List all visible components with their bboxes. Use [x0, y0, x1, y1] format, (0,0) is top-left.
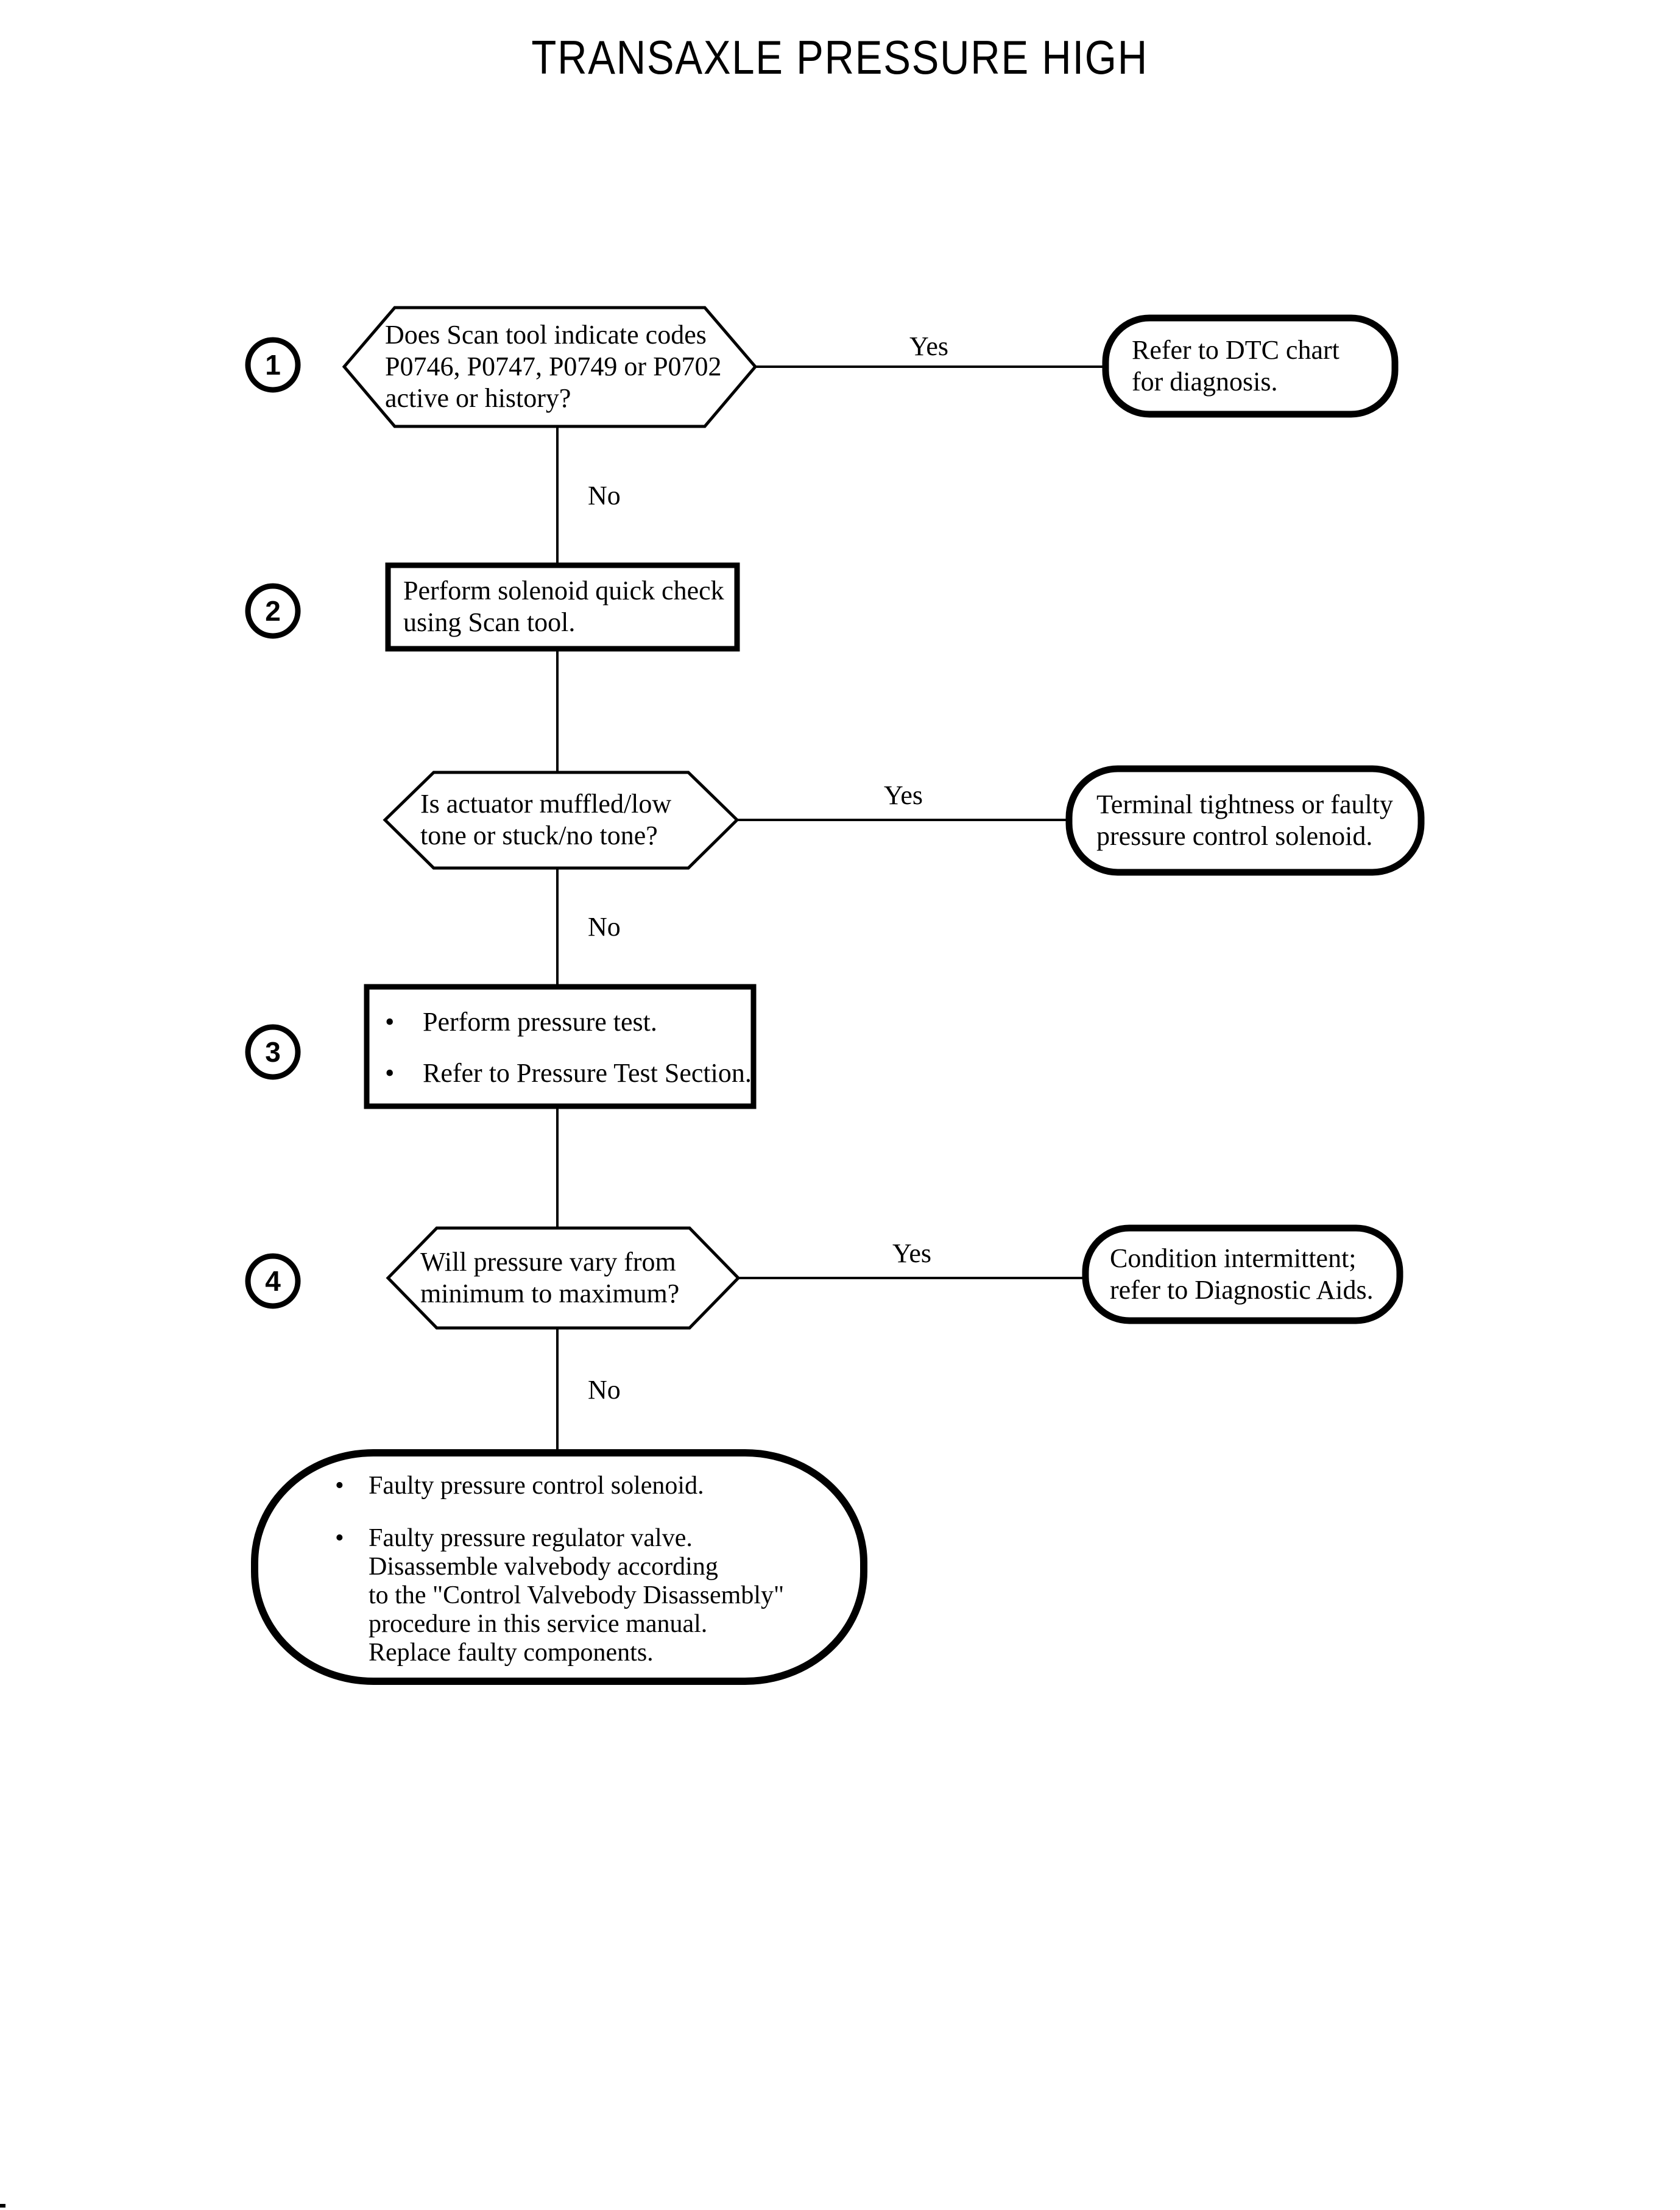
step-1-number: 1 — [265, 349, 281, 381]
terminal-faulty-box — [251, 1449, 867, 1685]
decision-1-hexagon — [342, 306, 758, 428]
process-quick-check-box — [385, 562, 740, 652]
no-label-2: No — [588, 912, 621, 942]
terminal-faulty-item-1: • Faulty pressure control solenoid. — [335, 1472, 704, 1500]
process-pressure-test-item-1: • Perform pressure test. — [385, 1007, 657, 1037]
step-3-number: 3 — [265, 1036, 281, 1068]
step-2-number: 2 — [265, 595, 281, 627]
process-quick-check-text: Perform solenoid quick check using Scan … — [403, 576, 724, 637]
decision-2-hexagon — [383, 771, 739, 870]
terminal-faulty-item-2-text: Faulty pressure regulator valve. Disasse… — [369, 1524, 785, 1667]
action-dtc-box — [1102, 314, 1399, 418]
action-intermittent-text: Condition intermittent; refer to Diagnos… — [1110, 1243, 1374, 1305]
step-4-circle — [245, 1253, 301, 1309]
decision-2-text: Is actuator muffled/low tone or stuck/no… — [420, 789, 672, 850]
terminal-faulty-item-2: • Faulty pressure regulator valve. Disas… — [335, 1524, 784, 1667]
no-label-3: No — [588, 1375, 621, 1405]
yes-label-2: Yes — [883, 780, 923, 810]
bullet-icon: • — [385, 1007, 395, 1037]
bullet-icon: • — [385, 1058, 395, 1088]
process-pressure-test-box — [364, 984, 757, 1109]
action-intermittent-box — [1082, 1224, 1403, 1324]
action-terminal-text: Terminal tightness or faulty pressure co… — [1096, 789, 1393, 851]
decision-1-text: Does Scan tool indicate codes P0746, P07… — [385, 320, 722, 413]
bullet-icon: • — [335, 1524, 344, 1552]
yes-label-3: Yes — [892, 1238, 932, 1268]
step-2-circle — [245, 583, 301, 639]
decision-3-hexagon — [386, 1226, 741, 1330]
scan-artifact-dot — [0, 2204, 5, 2208]
action-terminal-box — [1065, 765, 1425, 876]
step-1-circle — [245, 337, 301, 393]
step-3-circle — [245, 1024, 301, 1080]
process-pressure-test-item-2: • Refer to Pressure Test Section. — [385, 1058, 752, 1088]
yes-label-1: Yes — [909, 331, 949, 361]
connector-lines — [556, 365, 1106, 1453]
decision-3-text: Will pressure vary from minimum to maxim… — [420, 1247, 680, 1308]
action-dtc-text: Refer to DTC chart for diagnosis. — [1132, 335, 1339, 397]
no-label-1: No — [588, 481, 621, 510]
page-title: TRANSAXLE PRESSURE HIGH — [531, 30, 1149, 84]
bullet-icon: • — [335, 1472, 344, 1500]
step-4-number: 4 — [265, 1265, 281, 1297]
